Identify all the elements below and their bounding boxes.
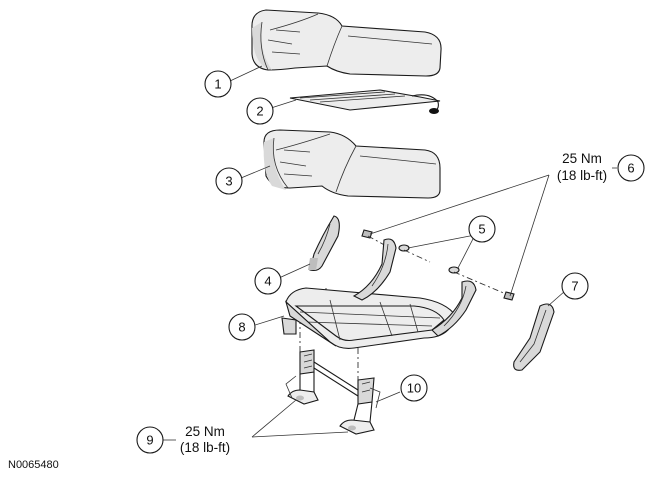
- seat-riser-front: [287, 349, 319, 405]
- torque-spec-6-metric: 25 Nm: [562, 151, 602, 166]
- bolt-front: [361, 229, 373, 239]
- torque-spec-6: 25 Nm (18 lb-ft): [557, 151, 607, 183]
- seat-cushion-pad: [263, 129, 441, 199]
- svg-text:10: 10: [407, 381, 421, 396]
- svg-text:5: 5: [478, 222, 485, 237]
- callout-4: 4: [254, 267, 282, 295]
- svg-text:3: 3: [225, 174, 232, 189]
- torque-spec-9: 25 Nm (18 lb-ft): [180, 424, 230, 455]
- torque-spec-6-imperial: (18 lb-ft): [557, 168, 607, 183]
- leader-lines: [163, 65, 617, 441]
- svg-text:6: 6: [627, 161, 634, 176]
- callout-6: 6: [617, 154, 645, 182]
- callout-1: 1: [204, 70, 232, 98]
- callout-5: 5: [468, 215, 496, 243]
- seat-cushion-upper: [251, 9, 442, 77]
- svg-text:2: 2: [256, 104, 263, 119]
- left-trim-cover: [308, 215, 340, 272]
- torque-spec-9-metric: 25 Nm: [185, 424, 225, 439]
- callout-8: 8: [228, 313, 256, 341]
- seat-heater-mat: [289, 89, 441, 114]
- right-trim-cover: [513, 303, 555, 371]
- seat-riser-rear: [339, 377, 375, 435]
- svg-text:8: 8: [238, 320, 245, 335]
- svg-text:4: 4: [264, 274, 271, 289]
- svg-text:1: 1: [214, 77, 221, 92]
- svg-text:9: 9: [146, 433, 153, 448]
- svg-text:7: 7: [571, 279, 578, 294]
- washer-rear: [448, 266, 460, 274]
- figure-id: N0065480: [8, 459, 59, 471]
- seat-frame: [281, 238, 477, 349]
- torque-spec-9-imperial: (18 lb-ft): [180, 440, 230, 455]
- callout-2: 2: [246, 97, 274, 125]
- seat-riser-crossbar: [285, 361, 381, 409]
- callout-3: 3: [215, 167, 243, 195]
- callout-9: 9: [136, 426, 164, 454]
- callout-10: 10: [400, 374, 428, 402]
- callout-7: 7: [561, 272, 589, 300]
- bolt-rear: [503, 291, 515, 301]
